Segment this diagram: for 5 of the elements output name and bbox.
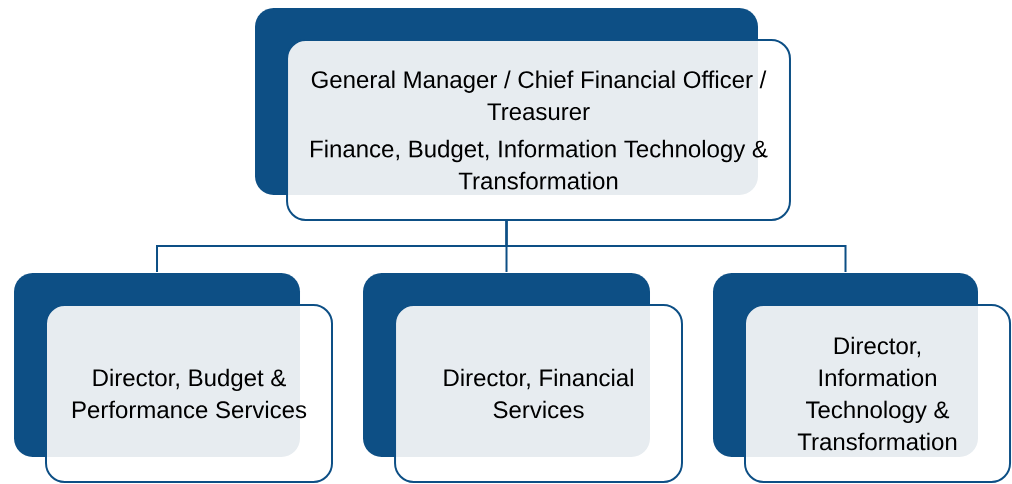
org-box: Director, Budget & Performance Services bbox=[14, 273, 333, 483]
connector-line bbox=[505, 220, 847, 273]
org-box: Director, Financial Services bbox=[363, 273, 683, 483]
org-box: Director, Information Technology & Transformation bbox=[713, 273, 1012, 483]
org-box: General Manager / Chief Financial Officer / Treasurer Finance, Budget, Information Technology & Transformation bbox=[255, 8, 791, 221]
